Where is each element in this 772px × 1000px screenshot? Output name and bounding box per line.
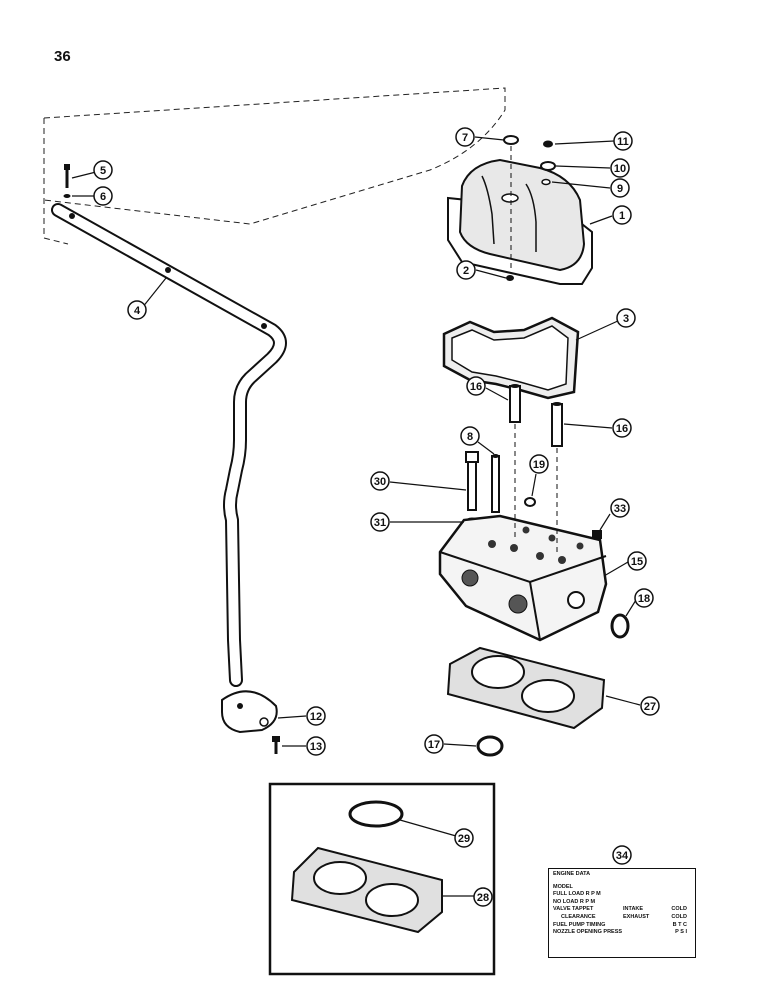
plate-no-load: NO LOAD R P M [553,898,596,905]
callout-28: 28 [473,887,493,907]
callout-33: 33 [610,498,630,518]
svg-text:9: 9 [617,183,623,195]
bolt-part-5 [64,164,70,188]
callout-2: 2 [456,260,476,280]
ring-part-17 [476,735,504,757]
callout-16-b: 16 [612,418,632,438]
plate-model: MODEL [553,883,573,890]
svg-text:16: 16 [616,423,628,435]
seal-ring-part-18 [610,613,630,639]
cylinder-head-part-15 [438,514,608,642]
svg-text:7: 7 [462,132,468,144]
plug-part-19 [524,497,536,507]
plate-cold-intake: COLD [671,906,687,913]
callout-7: 7 [455,127,475,147]
plate-psi: P S I [675,929,687,936]
svg-text:30: 30 [374,476,386,488]
sleeve-part-16-a [509,384,521,423]
svg-text:13: 13 [310,741,322,753]
callout-15: 15 [627,551,647,571]
svg-text:12: 12 [310,711,322,723]
svg-text:1: 1 [619,210,625,222]
callout-19: 19 [529,454,549,474]
washer-part-6 [63,194,71,198]
plate-nozzle-opening-press: NOZZLE OPENING PRESS [553,929,623,936]
plate-fuel-pump-timing: FUEL PUMP TIMING [553,921,606,928]
svg-text:34: 34 [616,850,629,862]
callout-3: 3 [616,308,636,328]
engine-data-plate: ENGINE DATA MODEL FULL LOAD R P M NO LOA… [548,868,696,958]
svg-text:2: 2 [463,265,469,277]
svg-text:4: 4 [134,305,141,317]
head-gasket-part-27 [446,646,606,730]
page-number: 36 [54,48,71,65]
svg-text:11: 11 [617,136,629,148]
plate-intake: INTAKE [623,906,644,913]
o-ring-part-29 [348,800,404,828]
callout-10: 10 [610,158,630,178]
nut-part-2 [506,275,514,281]
svg-text:3: 3 [623,313,629,325]
svg-text:29: 29 [458,833,470,845]
svg-text:15: 15 [631,556,643,568]
plate-title: ENGINE DATA [553,871,591,877]
callout-1: 1 [612,205,632,225]
callout-18: 18 [634,588,654,608]
plate-exhaust: EXHAUST [623,913,650,920]
stud-part-8 [491,454,500,513]
callout-8: 8 [460,426,480,446]
plate-clearance: CLEARANCE [561,913,596,920]
head-gasket-part-28 [290,846,443,934]
svg-text:6: 6 [100,191,106,203]
oil-tube-part-4 [51,203,287,687]
callout-4: 4 [127,300,147,320]
plate-btc: B T C [672,921,687,928]
svg-text:8: 8 [467,431,473,443]
svg-text:33: 33 [614,503,626,515]
svg-text:19: 19 [533,459,545,471]
callout-13: 13 [306,736,326,756]
callout-12: 12 [306,706,326,726]
plate-full-load: FULL LOAD R P M [553,891,601,898]
svg-text:31: 31 [374,517,386,529]
bolt-part-13 [272,736,280,754]
flange-plate-part-12 [221,690,278,734]
gasket-kit-box [268,782,496,976]
callout-29: 29 [454,828,474,848]
nut-part-11 [543,140,553,148]
dashed-phantom-outline [43,87,506,245]
callout-30: 30 [370,471,390,491]
rocker-cover-part-1 [447,158,593,285]
plug-part-33 [592,530,602,539]
sleeve-part-16-b [551,402,563,447]
washer-part-7 [503,135,519,145]
svg-text:16: 16 [470,381,482,393]
callout-5: 5 [93,160,113,180]
svg-text:5: 5 [100,165,106,177]
callout-16-a: 16 [466,376,486,396]
callout-17: 17 [424,734,444,754]
svg-text:27: 27 [644,701,656,713]
grommet-part-10 [540,161,556,171]
callout-9: 9 [610,178,630,198]
plate-cold-exhaust: COLD [671,913,687,920]
washer-part-9 [541,178,551,186]
head-bolt-part-30 [465,451,479,511]
callout-11: 11 [613,131,633,151]
callout-31: 31 [370,512,390,532]
callout-27: 27 [640,696,660,716]
callout-6: 6 [93,186,113,206]
callout-34: 34 [612,845,632,865]
svg-text:17: 17 [428,739,440,751]
svg-text:18: 18 [638,593,650,605]
plate-valve-tappet: VALVE TAPPET [553,906,594,913]
svg-text:10: 10 [614,163,626,175]
leader-lines [71,136,641,897]
svg-text:28: 28 [477,892,489,904]
